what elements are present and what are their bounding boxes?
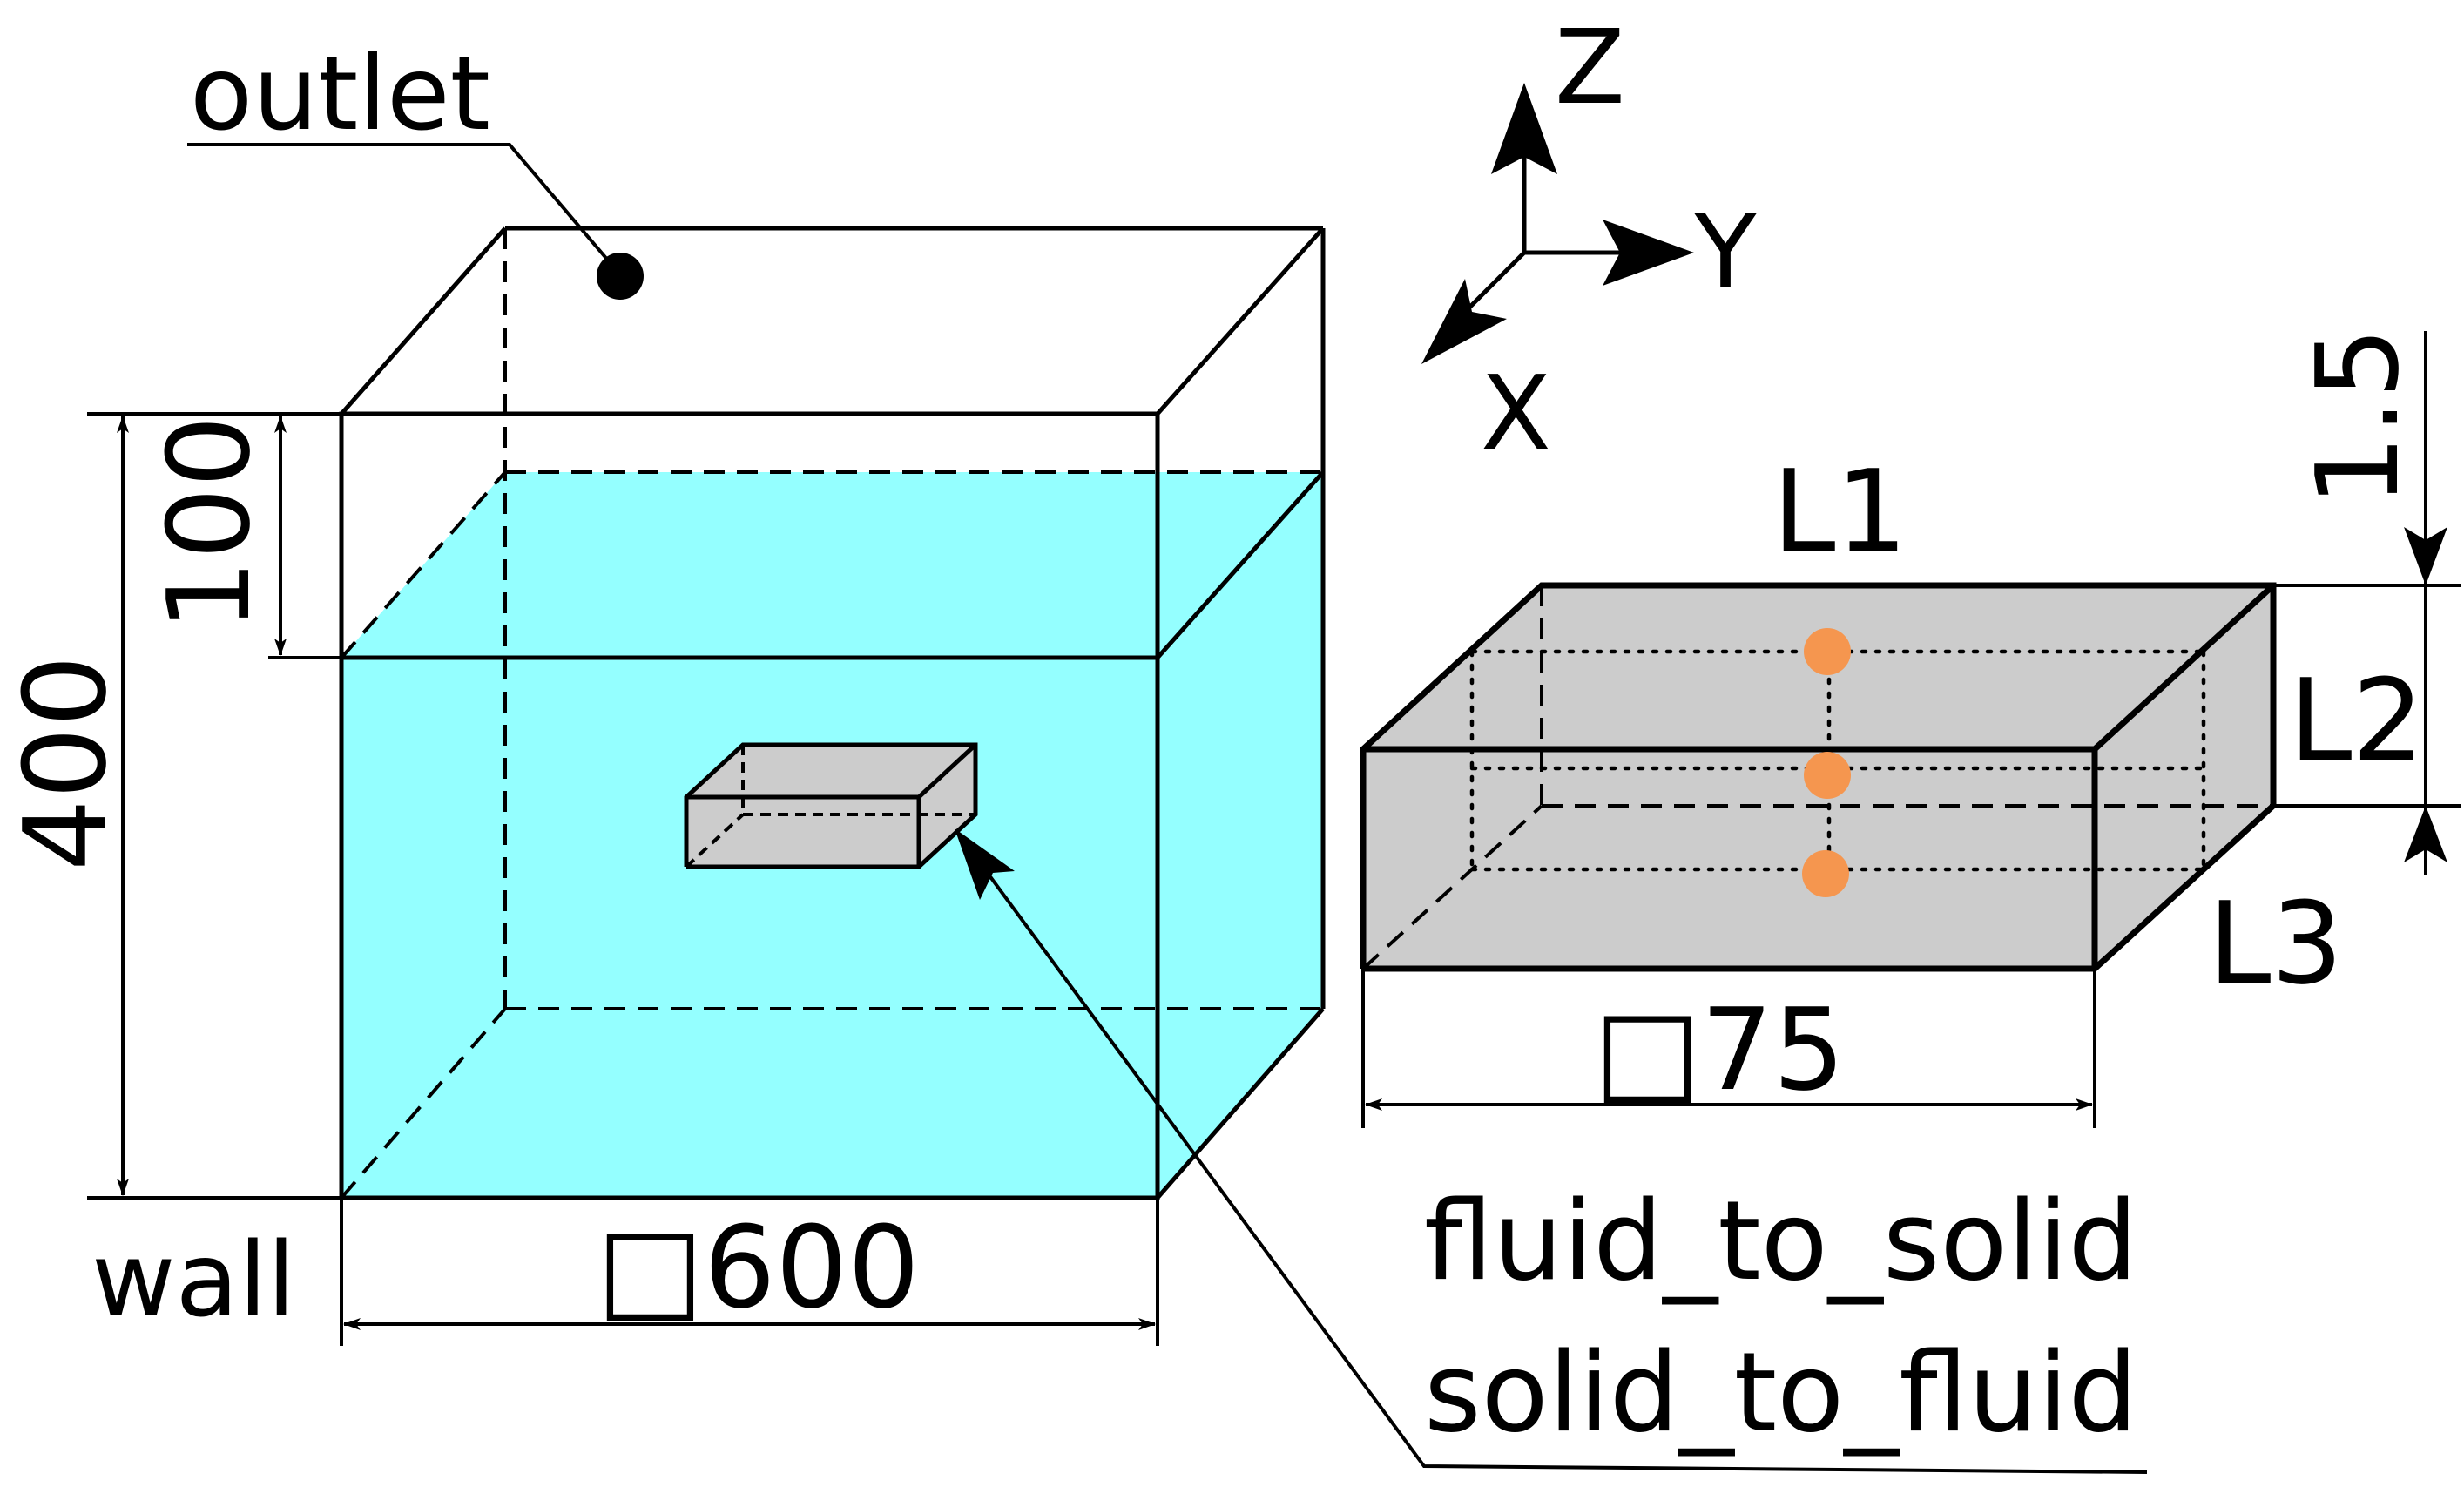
tank-front-face [339, 411, 1160, 1200]
outlet-label: outlet [190, 33, 490, 153]
axis-triad: Z Y X [1421, 7, 1758, 473]
dim-15-arrowhead-top [2404, 527, 2447, 585]
dim-15-arrowhead-bottom [2404, 806, 2447, 862]
fluid-front-face [341, 658, 1158, 1198]
z-axis-label: Z [1555, 7, 1625, 127]
small-solid-block [684, 742, 978, 869]
hidden-water-diagonal [340, 470, 507, 659]
fluid-top-face [341, 472, 1323, 658]
solid-top-right-edge [2092, 583, 2276, 752]
solid-right-face [2095, 585, 2273, 969]
dim-100-label: 100 [143, 416, 275, 632]
outlet-leader-line [187, 143, 616, 269]
y-axis-arrowhead [1603, 220, 1694, 286]
probe-L2-label: L2 [2289, 654, 2424, 787]
fluid-right-face [1158, 472, 1323, 1198]
interface-leader-arrowhead [955, 828, 1015, 900]
solid-hidden-diagonal [1361, 804, 1543, 970]
small-solid-top-face [686, 745, 975, 797]
fluid-domain: outlet 400 100 □600 wall [0, 33, 1326, 1346]
small-solid-front-face [686, 797, 919, 867]
small-solid-right-face [919, 745, 975, 867]
outlet-marker [597, 253, 644, 300]
wall-label: wall [91, 1220, 295, 1340]
tank-top-left-diagonal [340, 226, 507, 416]
x-axis-label: X [1481, 353, 1551, 473]
probe-point-L3 [1802, 850, 1849, 897]
tank-top-right-diagonal [1156, 226, 1325, 416]
solid-front-face [1363, 749, 2095, 969]
hidden-bottom-diagonal [340, 1007, 507, 1200]
dim-75-label: □75 [1594, 983, 1845, 1116]
dim-600-label: □600 [597, 1201, 920, 1334]
x-axis-arrowhead [1421, 279, 1507, 364]
dim-15-label: 1.5 [2292, 327, 2424, 507]
small-solid-hidden-diagonal [685, 813, 745, 869]
y-axis-label: Y [1693, 192, 1758, 312]
interface-label-solid-to-fluid: solid_to_fluid [1424, 1328, 2137, 1457]
probe-point-L1 [1804, 628, 1851, 675]
small-solid-top-right [917, 743, 977, 799]
tank-bottom-right-diagonal [1156, 1007, 1325, 1200]
interface-label-fluid-to-solid: fluid_to_solid [1424, 1177, 2137, 1305]
solid-detail: L1 L2 L3 1.5 □75 [1360, 327, 2461, 1128]
probe-point-L2 [1804, 752, 1851, 799]
z-axis-arrowhead [1491, 83, 1557, 174]
dim-400-label: 400 [0, 655, 132, 871]
interface-leader-line [961, 837, 2148, 1474]
probe-L1-label: L1 [1772, 445, 1907, 578]
water-right-line [1156, 470, 1325, 659]
probe-L3-label: L3 [2208, 877, 2343, 1010]
